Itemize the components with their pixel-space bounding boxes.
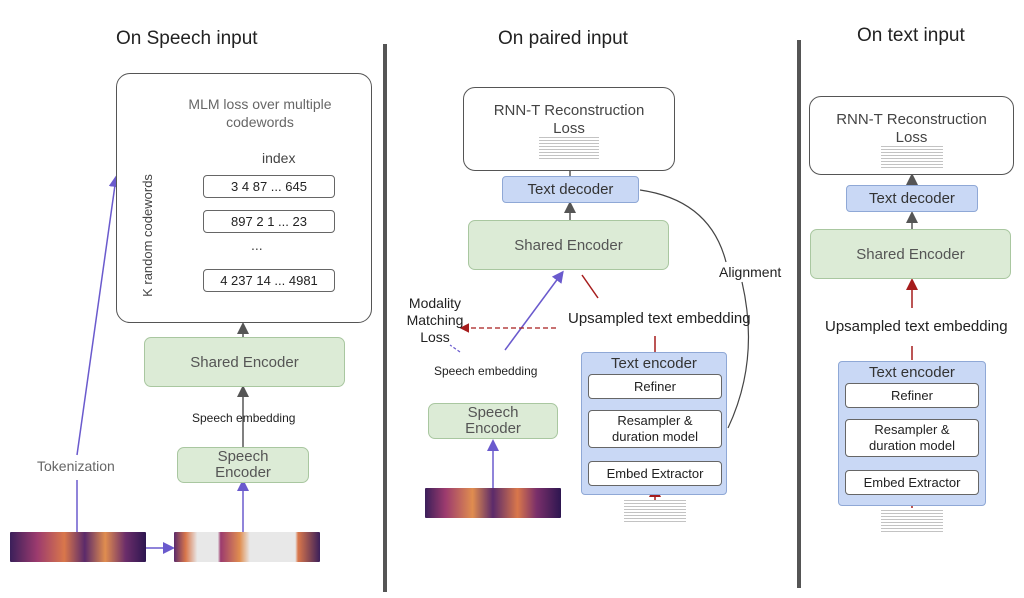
refiner-box: Refiner — [845, 383, 979, 408]
k-random-codewords-label: K random codewords — [139, 174, 155, 297]
modality-matching-loss-label: Modality Matching Loss — [406, 295, 464, 345]
upsampled-text-embedding-label: Upsampled text embedding — [825, 318, 1008, 335]
text-input-image — [624, 500, 686, 522]
speech-encoder-label: Speech Encoder — [215, 448, 271, 481]
speech-embedding-label: Speech embedding — [192, 411, 296, 425]
text-decoder-box: Text decoder — [502, 176, 639, 203]
text-panel-title: On text input — [857, 25, 965, 46]
codeword-row: 3 4 87 ... 645 — [203, 175, 335, 198]
refiner-box: Refiner — [588, 374, 722, 399]
upsampled-text-embedding-label: Upsampled text embedding — [568, 310, 751, 327]
paired-panel-title: On paired input — [498, 28, 628, 49]
resampler-box: Resampler & duration model — [845, 419, 979, 457]
alignment-label: Alignment — [719, 264, 782, 280]
codeword-ellipsis: ... — [251, 237, 263, 253]
shared-encoder-box: Shared Encoder — [810, 229, 1011, 279]
speech-encoder-label: Speech Encoder — [465, 404, 521, 437]
embed-extractor-box: Embed Extractor — [588, 461, 722, 486]
text-transcript-image — [539, 137, 599, 159]
embed-extractor-box: Embed Extractor — [845, 470, 979, 495]
speech-encoder-box: Speech Encoder — [177, 447, 309, 483]
text-encoder-label: Text encoder — [869, 364, 955, 381]
codeword-row: 4 237 14 ... 4981 — [203, 269, 335, 292]
speech-embedding-label: Speech embedding — [434, 364, 538, 378]
shared-encoder-box: Shared Encoder — [144, 337, 345, 387]
index-label: index — [262, 150, 296, 166]
codeword-row: 897 2 1 ... 23 — [203, 210, 335, 233]
text-input-image — [881, 510, 943, 532]
text-encoder-label: Text encoder — [611, 355, 697, 372]
spectrogram-image — [10, 532, 146, 562]
panel-divider-right — [797, 40, 801, 588]
resampler-box: Resampler & duration model — [588, 410, 722, 448]
mlm-loss-title: MLM loss over multiple codewords — [188, 96, 332, 130]
tokenization-label: Tokenization — [37, 458, 115, 474]
rnnt-loss-label: RNN-T Reconstruction Loss — [836, 111, 987, 146]
resampler-label: Resampler & duration model — [869, 422, 955, 453]
speech-encoder-box: Speech Encoder — [428, 403, 558, 439]
panel-divider-left — [383, 44, 387, 592]
masked-spectrogram-image — [174, 532, 320, 562]
text-transcript-image — [881, 146, 943, 168]
spectrogram-image — [425, 488, 561, 518]
rnnt-loss-label: RNN-T Reconstruction Loss — [493, 102, 645, 137]
speech-panel-title: On Speech input — [116, 28, 258, 49]
text-decoder-box: Text decoder — [846, 185, 978, 212]
shared-encoder-box: Shared Encoder — [468, 220, 669, 270]
resampler-label: Resampler & duration model — [612, 413, 698, 444]
